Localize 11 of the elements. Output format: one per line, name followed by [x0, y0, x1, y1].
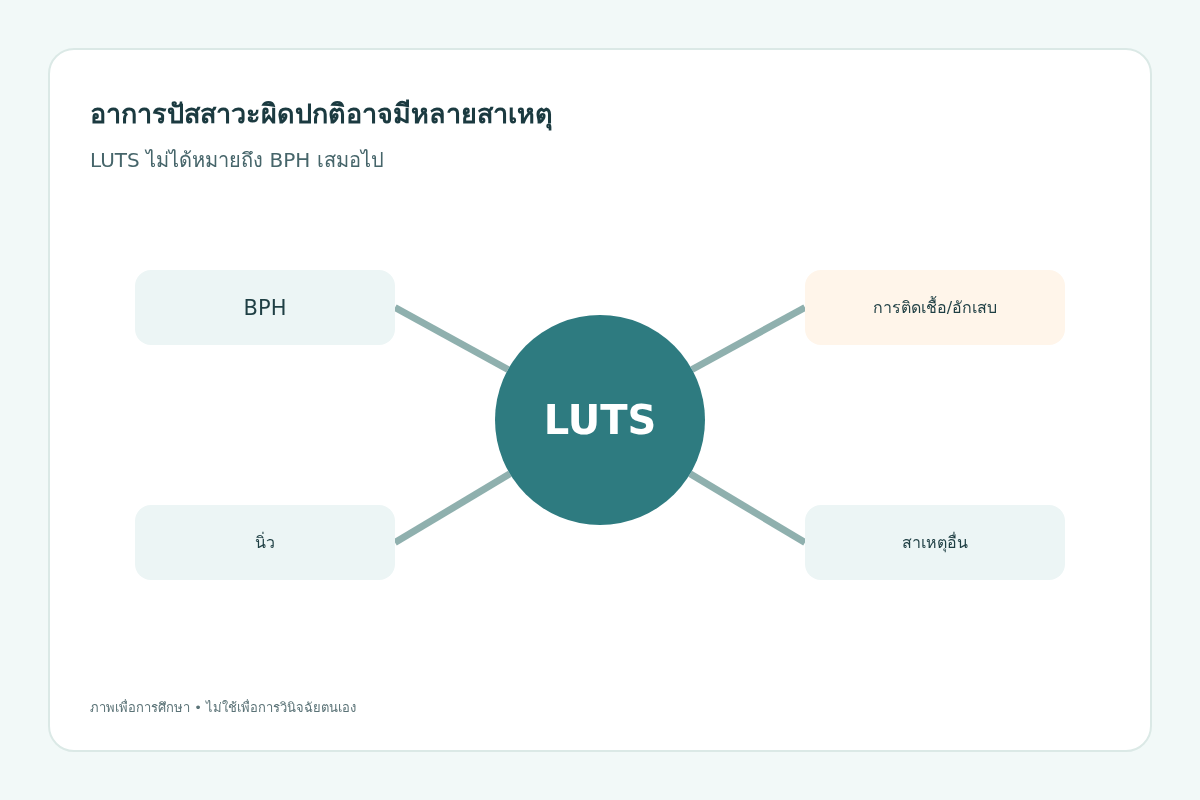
- footnote: ภาพเพื่อการศึกษา • ไม่ใช้เพื่อการวินิจฉัยตนเอง: [90, 698, 356, 717]
- subtitle: LUTS ไม่ได้หมายถึง BPH เสมอไป: [90, 147, 384, 174]
- title: อาการปัสสาวะผิดปกติอาจมีหลายสาเหตุ: [90, 97, 553, 133]
- cause-box: BPH: [135, 270, 395, 345]
- connector-line: [393, 470, 512, 546]
- connector-line: [688, 470, 807, 546]
- cause-box: นิ่ว: [135, 505, 395, 580]
- connector-line: [690, 304, 807, 373]
- cause-box: การติดเชื้อ/อักเสบ: [805, 270, 1065, 345]
- connector-line: [393, 304, 510, 373]
- cause-box: สาเหตุอื่น: [805, 505, 1065, 580]
